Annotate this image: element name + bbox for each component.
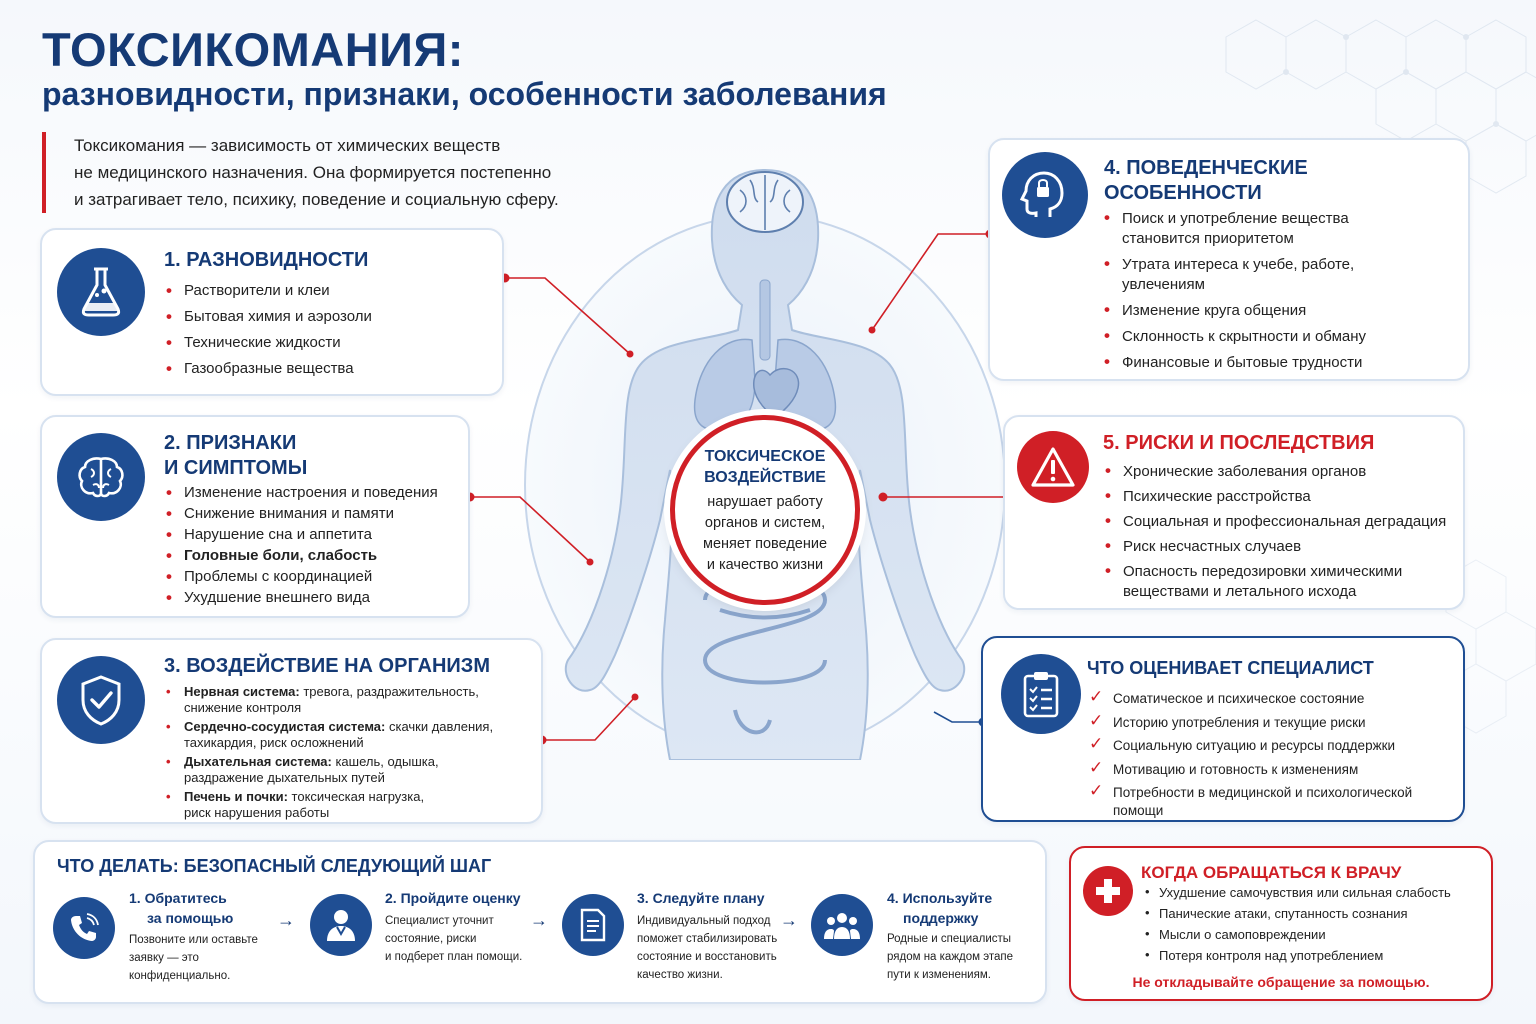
specialist-title: ЧТО ОЦЕНИВАЕТ СПЕЦИАЛИСТ [1087,658,1374,678]
specialist-list: Соматическое и психическое состояние Ист… [1087,688,1463,820]
step-4-title: 4. Используйте поддержку [887,890,993,926]
signs-list: Изменение настроения и поведения Снижени… [164,483,438,608]
list-item: Мысли о самоповреждении [1143,926,1451,943]
step-4-text: Родные и специалисты рядом на каждом эта… [887,933,1013,981]
head-lock-icon [1002,152,1088,238]
specialist-card: ЧТО ОЦЕНИВАЕТ СПЕЦИАЛИСТ Соматическое и … [981,636,1465,822]
behavior-card: 4. ПОВЕДЕНЧЕСКИЕ ОСОБЕННОСТИ Поиск и упо… [988,138,1470,381]
list-item: Снижение внимания и памяти [164,504,438,524]
brain-icon [57,433,145,521]
list-item: Потеря контроля над употреблением [1143,947,1451,964]
clipboard-icon [1001,654,1081,734]
types-list: Растворители и клеи Бытовая химия и аэро… [164,281,372,379]
impact-card: 3. ВОЗДЕЙСТВИЕ НА ОРГАНИЗМ • Нервная сис… [40,638,543,824]
list-item: Психические расстройства [1103,486,1446,507]
list-item: Растворители и клеи [164,281,372,301]
steps-panel: ЧТО ДЕЛАТЬ: БЕЗОПАСНЫЙ СЛЕДУЮЩИЙ ШАГ 1. … [33,840,1047,1004]
list-item: Потребности в медицинской и психологичес… [1087,782,1463,820]
doctor-list: Ухудшение самочувствия или сильная слабо… [1143,884,1451,964]
when-see-doctor-card: КОГДА ОБРАЩАТЬСЯ К ВРАЧУ Ухудшение самоч… [1069,846,1493,1001]
list-item: Головные боли, слабость [164,546,438,566]
doctor-footer: Не откладывайте обращение за помощью. [1132,974,1430,990]
steps-title: ЧТО ДЕЛАТЬ: БЕЗОПАСНЫЙ СЛЕДУЮЩИЙ ШАГ [57,856,492,876]
list-item: Историю употребления и текущие риски [1087,712,1463,732]
list-item: Нарушение сна и аппетита [164,525,438,545]
risks-list: Хронические заболевания органов Психичес… [1103,461,1446,602]
list-item: Хронические заболевания органов [1103,461,1446,482]
impact-title: 3. ВОЗДЕЙСТВИЕ НА ОРГАНИЗМ [164,655,490,677]
phone-icon [53,897,115,959]
list-item: • Нервная система: тревога, раздражитель… [166,684,479,715]
list-item: Социальную ситуацию и ресурсы поддержки [1087,735,1463,755]
medical-cross-icon [1083,866,1133,916]
types-card: 1. РАЗНОВИДНОСТИ Растворители и клеи Быт… [40,228,504,396]
list-item: Ухудшение внешнего вида [164,588,438,608]
list-item: Опасность передозировки химическимивещес… [1103,561,1446,602]
list-item: Риск несчастных случаев [1103,536,1446,557]
toxic-impact-circle: ТОКСИЧЕСКОЕ ВОЗДЕЙСТВИЕ нарушает работу … [670,415,860,605]
behavior-list: Поиск и употребление веществастановится … [1102,208,1366,373]
list-item: Утрата интереса к учебе, работе,увлечени… [1102,254,1366,295]
list-item: Газообразные вещества [164,359,372,379]
behavior-title: 4. ПОВЕДЕНЧЕСКИЕ ОСОБЕННОСТИ [1104,157,1308,204]
list-item: Склонность к скрытности и обману [1102,326,1366,347]
risks-card: 5. РИСКИ И ПОСЛЕДСТВИЯ Хронические забол… [1003,415,1465,610]
list-item: Соматическое и психическое состояние [1087,688,1463,708]
step-3-text: Индивидуальный подход поможет стабилизир… [637,915,778,981]
brain-illustration [726,171,804,233]
page-subtitle: разновидности, признаки, особенности заб… [42,76,887,112]
list-item: Изменение настроения и поведения [164,483,438,503]
page-title: ТОКСИКОМАНИЯ: [42,23,464,76]
list-item: Проблемы с координацией [164,567,438,587]
list-item: Социальная и профессиональная деградация [1103,511,1446,532]
list-item: Мотивацию и готовность к изменениям [1087,759,1463,779]
risks-title: 5. РИСКИ И ПОСЛЕДСТВИЯ [1103,432,1375,454]
intro-text: Токсикомания — зависимость от химических… [42,132,642,213]
list-item: Технические жидкости [164,333,372,353]
arrow-right-icon: → [530,910,548,930]
list-item: Бытовая химия и аэрозоли [164,307,372,327]
list-item: Ухудшение самочувствия или сильная слабо… [1143,884,1451,901]
doctor-icon [310,894,372,956]
types-title: 1. РАЗНОВИДНОСТИ [164,249,369,271]
step-2-title: 2. Пройдите оценку [385,890,521,906]
doctor-title: КОГДА ОБРАЩАТЬСЯ К ВРАЧУ [1141,863,1402,882]
document-icon [562,894,624,956]
people-icon [811,894,873,956]
step-2-text: Специалист уточнит состояние, риски и по… [385,915,523,963]
list-item: • Сердечно-сосудистая система: скачки да… [166,719,494,750]
arrow-right-icon: → [780,910,798,930]
list-item: Поиск и употребление веществастановится … [1102,208,1366,249]
list-item: Панические атаки, спутанность сознания [1143,905,1451,922]
arrow-right-icon: → [277,910,295,930]
impact-list: • Нервная система: тревога, раздражитель… [164,684,493,821]
list-item: Финансовые и бытовые трудности [1102,352,1366,373]
flask-icon [57,248,145,336]
signs-title: 2. ПРИЗНАКИ И СИМПТОМЫ [164,432,308,479]
list-item: • Дыхательная система: кашель, одышка,ра… [166,754,439,785]
list-item: Изменение круга общения [1102,300,1366,321]
list-item: • Печень и почки: токсическая нагрузка,р… [166,789,425,820]
shield-check-icon [57,656,145,744]
step-3-title: 3. Следуйте плану [637,890,765,906]
warning-icon [1017,431,1089,503]
signs-card: 2. ПРИЗНАКИ И СИМПТОМЫ Изменение настрое… [40,415,470,618]
step-1-text: Позвоните или оставьте заявку — это конф… [129,934,258,982]
step-1-title: 1. Обратитесь за помощью [129,890,234,926]
